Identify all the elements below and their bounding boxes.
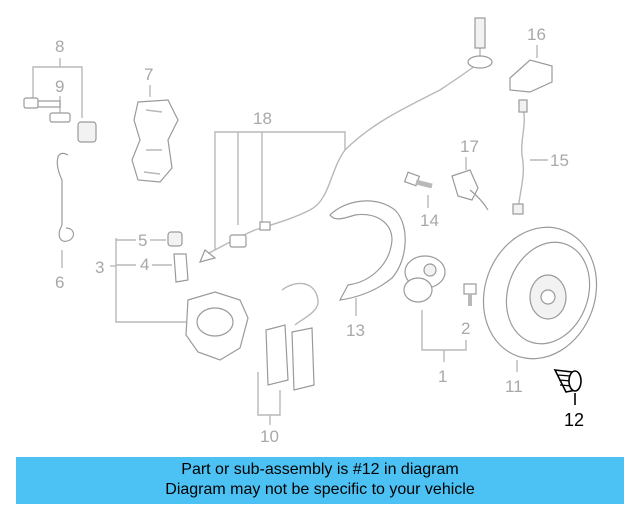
part-1-hub: 1 (403, 255, 467, 386)
label-1: 1 (438, 367, 447, 386)
banner-line-2: Diagram may not be specific to your vehi… (165, 481, 475, 498)
part-17-speed-sensor: 17 (451, 137, 489, 211)
label-16: 16 (527, 25, 546, 44)
part-11-brake-rotor: 11 (482, 226, 598, 396)
label-9: 9 (55, 77, 64, 96)
label-15: 15 (550, 151, 569, 170)
part-2-bolt: 2 (461, 283, 477, 338)
label-14: 14 (420, 211, 439, 230)
part-16-bracket: 16 (509, 25, 553, 93)
label-5: 5 (138, 231, 147, 250)
part-7-caliper-carrier: 7 (131, 65, 179, 183)
part-3-caliper: 3 5 4 (95, 231, 249, 361)
part-8-guide-pin-group: 8 9 (23, 37, 97, 143)
label-10: 10 (260, 427, 279, 446)
label-12: 12 (564, 410, 584, 430)
part-10-brake-pads: 10 (257, 282, 319, 446)
label-7: 7 (144, 65, 153, 84)
label-6: 6 (55, 273, 64, 292)
part-6-clip: 6 (55, 152, 75, 292)
label-18: 18 (253, 109, 272, 128)
part-15-sensor-wire: 15 (512, 99, 569, 215)
part-13-splash-shield: 13 (329, 200, 406, 340)
label-17: 17 (460, 137, 479, 156)
label-8: 8 (55, 37, 64, 56)
label-2: 2 (461, 319, 470, 338)
label-13: 13 (346, 321, 365, 340)
brake-parts-diagram: 8 9 6 7 18 16 (23, 17, 598, 446)
info-banner: Part or sub-assembly is #12 in diagram D… (16, 457, 624, 504)
label-4: 4 (140, 255, 149, 274)
label-3: 3 (95, 258, 104, 277)
banner-line-1: Part or sub-assembly is #12 in diagram (181, 461, 459, 478)
part-12-rotor-screw: 12 (553, 369, 584, 430)
label-11: 11 (505, 377, 523, 396)
part-18-sensor-wire: 18 (198, 17, 493, 263)
part-14-bolt: 14 (403, 171, 439, 230)
